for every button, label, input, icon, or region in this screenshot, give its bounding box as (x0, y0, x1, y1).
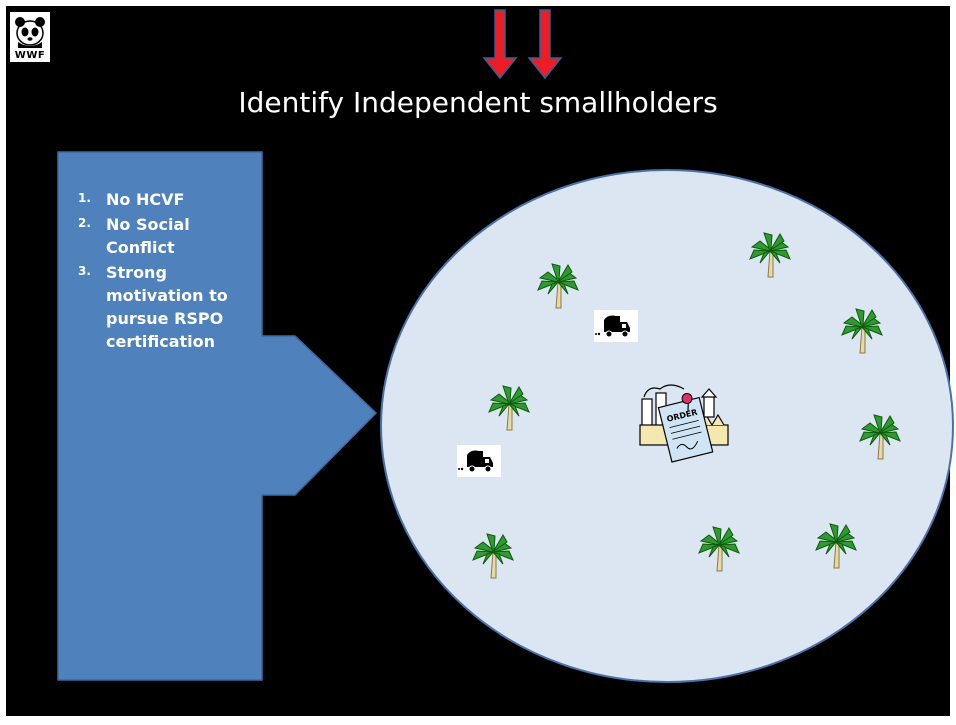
criteria-list: 1. No HCVF 2. No Social Conflict 3. Stro… (78, 188, 238, 355)
criteria-number: 3. (78, 264, 91, 278)
criteria-item: 1. No HCVF (78, 188, 238, 211)
wwf-logo: WWF (10, 12, 50, 62)
criteria-number: 1. (78, 191, 91, 205)
truck-icon (456, 444, 502, 478)
criteria-item: 2. No Social Conflict (78, 213, 238, 259)
truck-icon (593, 309, 639, 343)
down-arrow-left (482, 9, 518, 80)
criteria-item: 3. Strong motivation to pursue RSPO cert… (78, 261, 238, 353)
criteria-text: No Social Conflict (106, 215, 190, 257)
criteria-text: No HCVF (106, 190, 185, 209)
page-title: Identify Independent smallholders (238, 86, 718, 119)
down-arrow-right (527, 9, 563, 80)
criteria-number: 2. (78, 216, 91, 230)
order-document-icon: ORDER (657, 393, 714, 463)
criteria-arrow (57, 151, 378, 681)
logo-text: WWF (14, 50, 46, 61)
criteria-text: Strong motivation to pursue RSPO certifi… (106, 263, 228, 351)
panda-icon (15, 17, 45, 48)
